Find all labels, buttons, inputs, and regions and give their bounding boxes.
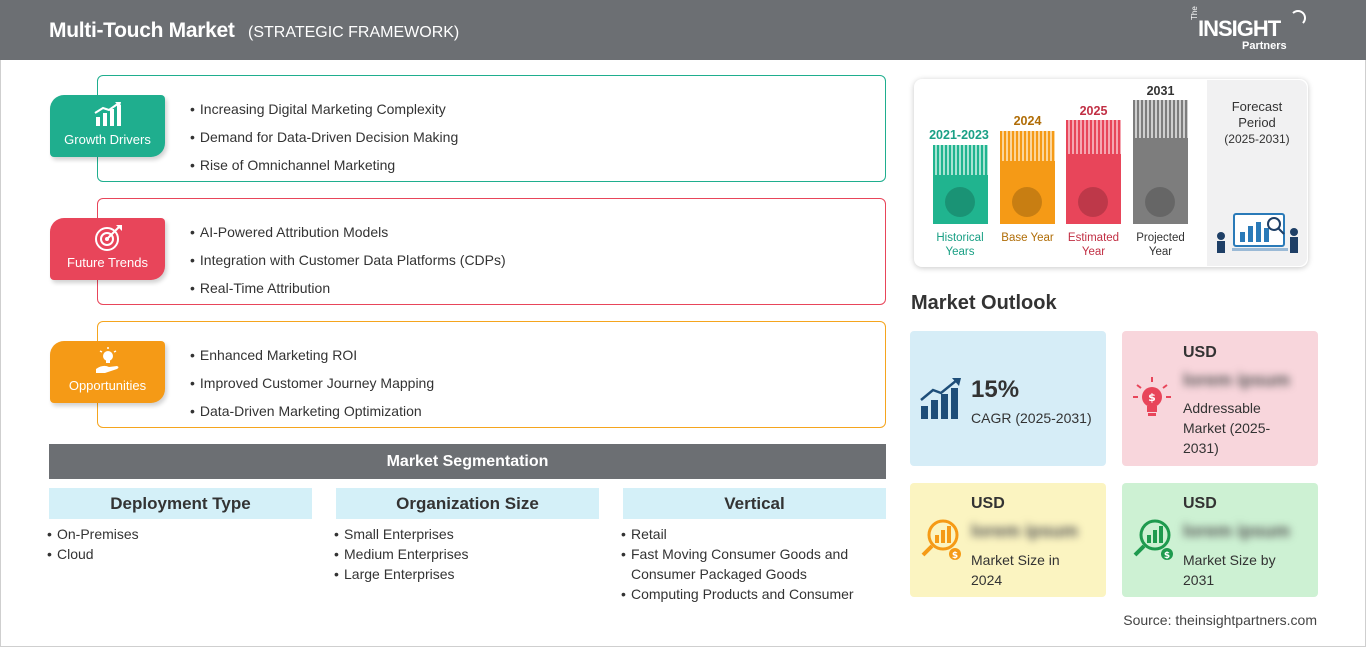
cagr-value: 15% [971, 376, 1020, 403]
vertical-list: Retail Fast Moving Consumer Goods and Co… [621, 524, 871, 604]
market-size-2031-box: $ USD lorem ipsum Market Size by 2031 [1122, 483, 1318, 597]
page-subtitle: (STRATEGIC FRAMEWORK) [248, 24, 460, 41]
list-item: Rise of Omnichannel Marketing [190, 151, 458, 179]
header-bar: Multi-Touch Market (STRATEGIC FRAMEWORK)… [0, 0, 1366, 60]
list-item: Increasing Digital Marketing Complexity [190, 95, 458, 123]
list-item: Medium Enterprises [334, 544, 599, 564]
lightbulb-hand-icon [96, 347, 119, 373]
opportunities-label: Opportunities [68, 378, 147, 393]
opportunities-badge: Opportunities [50, 341, 165, 403]
growth-drivers-badge: Growth Drivers [50, 95, 165, 157]
bar-chart-growth-icon [94, 102, 121, 126]
future-trends-card: AI-Powered Attribution Models Integratio… [97, 198, 886, 305]
logo-swoosh-icon [1290, 10, 1306, 26]
timeline-caption-historical: Historical Years [936, 232, 984, 258]
list-item: Data-Driven Marketing Optimization [190, 397, 434, 425]
opportunities-list: Enhanced Marketing ROI Improved Customer… [190, 341, 434, 425]
deployment-type-heading: Deployment Type [49, 488, 312, 519]
market-outlook-title: Market Outlook [911, 292, 1057, 314]
forecast-period-panel: Forecast Period (2025-2031) [1207, 80, 1307, 266]
bar-top-stripes [933, 145, 988, 175]
logo-main-text: INSIGHT [1198, 16, 1281, 41]
size-2024-label: Market Size in 2024 [971, 552, 1060, 588]
forecast-period-label: Forecast Period [1231, 99, 1283, 130]
list-item: Demand for Data-Driven Decision Making [190, 123, 458, 151]
size-2031-label: Market Size by 2031 [1183, 552, 1276, 588]
opportunities-card: Enhanced Marketing ROI Improved Customer… [97, 321, 886, 428]
list-item: Computing Products and Consumer [621, 584, 871, 604]
svg-text:$: $ [1148, 391, 1156, 404]
growth-drivers-card: Increasing Digital Marketing Complexity … [97, 75, 886, 182]
timeline-year-projected: 2031 [1146, 84, 1175, 98]
list-item: AI-Powered Attribution Models [190, 218, 506, 246]
list-item: Large Enterprises [334, 564, 599, 584]
future-trends-badge: Future Trends [50, 218, 165, 280]
page-title: Multi-Touch Market [49, 19, 235, 42]
growth-chart-icon [920, 378, 961, 419]
growth-drivers-label: Growth Drivers [64, 132, 151, 147]
organization-size-heading: Organization Size [336, 488, 599, 519]
timeline-bar-historical [933, 145, 988, 224]
bar-top-stripes [1066, 120, 1121, 154]
organization-size-list: Small Enterprises Medium Enterprises Lar… [334, 524, 599, 584]
bar-body [1133, 138, 1188, 224]
cagr-label: CAGR (2025-2031) [971, 410, 1092, 426]
source-credit[interactable]: Source: theinsightpartners.com [1123, 612, 1317, 628]
addressable-value: lorem ipsum [1183, 370, 1291, 390]
list-item: Small Enterprises [334, 524, 599, 544]
forecast-period-range: (2025-2031) [1224, 132, 1290, 146]
timeline-bar-base [1000, 131, 1055, 224]
growth-drivers-list: Increasing Digital Marketing Complexity … [190, 95, 458, 179]
future-trends-list: AI-Powered Attribution Models Integratio… [190, 218, 506, 302]
cagr-box: 15% CAGR (2025-2031) [910, 331, 1106, 466]
history-clock-icon [945, 187, 975, 217]
list-item: Cloud [47, 544, 312, 564]
lightbulb-dollar-icon: $ [1133, 377, 1171, 416]
list-item: Improved Customer Journey Mapping [190, 369, 434, 397]
market-size-2024-box: $ USD lorem ipsum Market Size in 2024 [910, 483, 1106, 597]
addressable-currency: USD [1183, 344, 1217, 361]
timeline-year-estimated: 2025 [1079, 104, 1108, 118]
list-item: Enhanced Marketing ROI [190, 341, 434, 369]
list-item: Fast Moving Consumer Goods and Consumer … [621, 544, 871, 584]
timeline-year-base: 2024 [1013, 114, 1042, 128]
market-segmentation-header: Market Segmentation [49, 444, 886, 479]
logo-partners-text: Partners [1242, 40, 1287, 52]
bar-body [933, 175, 988, 224]
magnifier-chart-icon: $ [921, 519, 961, 561]
timeline-bar-projected [1133, 100, 1188, 224]
insight-partners-logo[interactable]: The INSIGHT Partners [1190, 6, 1310, 54]
list-item: Retail [621, 524, 871, 544]
bar-top-stripes [1133, 100, 1188, 138]
timeline-year-historical: 2021-2023 [929, 128, 989, 142]
deployment-type-list: On-Premises Cloud [47, 524, 312, 564]
presentation-chart-icon [1145, 187, 1175, 217]
calendar-icon [1012, 187, 1042, 217]
gears-icon [1078, 187, 1108, 217]
svg-text:$: $ [1164, 551, 1170, 561]
bar-body [1000, 161, 1055, 224]
timeline-caption-estimated: Estimated Year [1067, 232, 1120, 258]
bar-body [1066, 154, 1121, 224]
addressable-market-box: $ USD lorem ipsum Addressable Market (20… [1122, 331, 1318, 466]
analytics-team-illustration-icon [1217, 213, 1298, 253]
future-trends-label: Future Trends [67, 255, 148, 270]
addressable-label: Addressable Market (2025-2031) [1183, 400, 1271, 456]
list-item: Integration with Customer Data Platforms… [190, 246, 506, 274]
list-item: Real-Time Attribution [190, 274, 506, 302]
target-icon [95, 225, 122, 251]
list-item: On-Premises [47, 524, 312, 544]
bar-top-stripes [1000, 131, 1055, 161]
timeline-caption-projected: Projected Year [1136, 232, 1185, 258]
timeline-caption-base: Base Year [1001, 232, 1054, 244]
size-2031-currency: USD [1183, 495, 1217, 512]
svg-text:$: $ [952, 551, 958, 561]
timeline-bar-estimated [1066, 120, 1121, 224]
size-2024-currency: USD [971, 495, 1005, 512]
vertical-heading: Vertical [623, 488, 886, 519]
size-2031-value: lorem ipsum [1183, 521, 1291, 541]
size-2024-value: lorem ipsum [971, 521, 1079, 541]
magnifier-chart-icon: $ [1133, 519, 1173, 561]
